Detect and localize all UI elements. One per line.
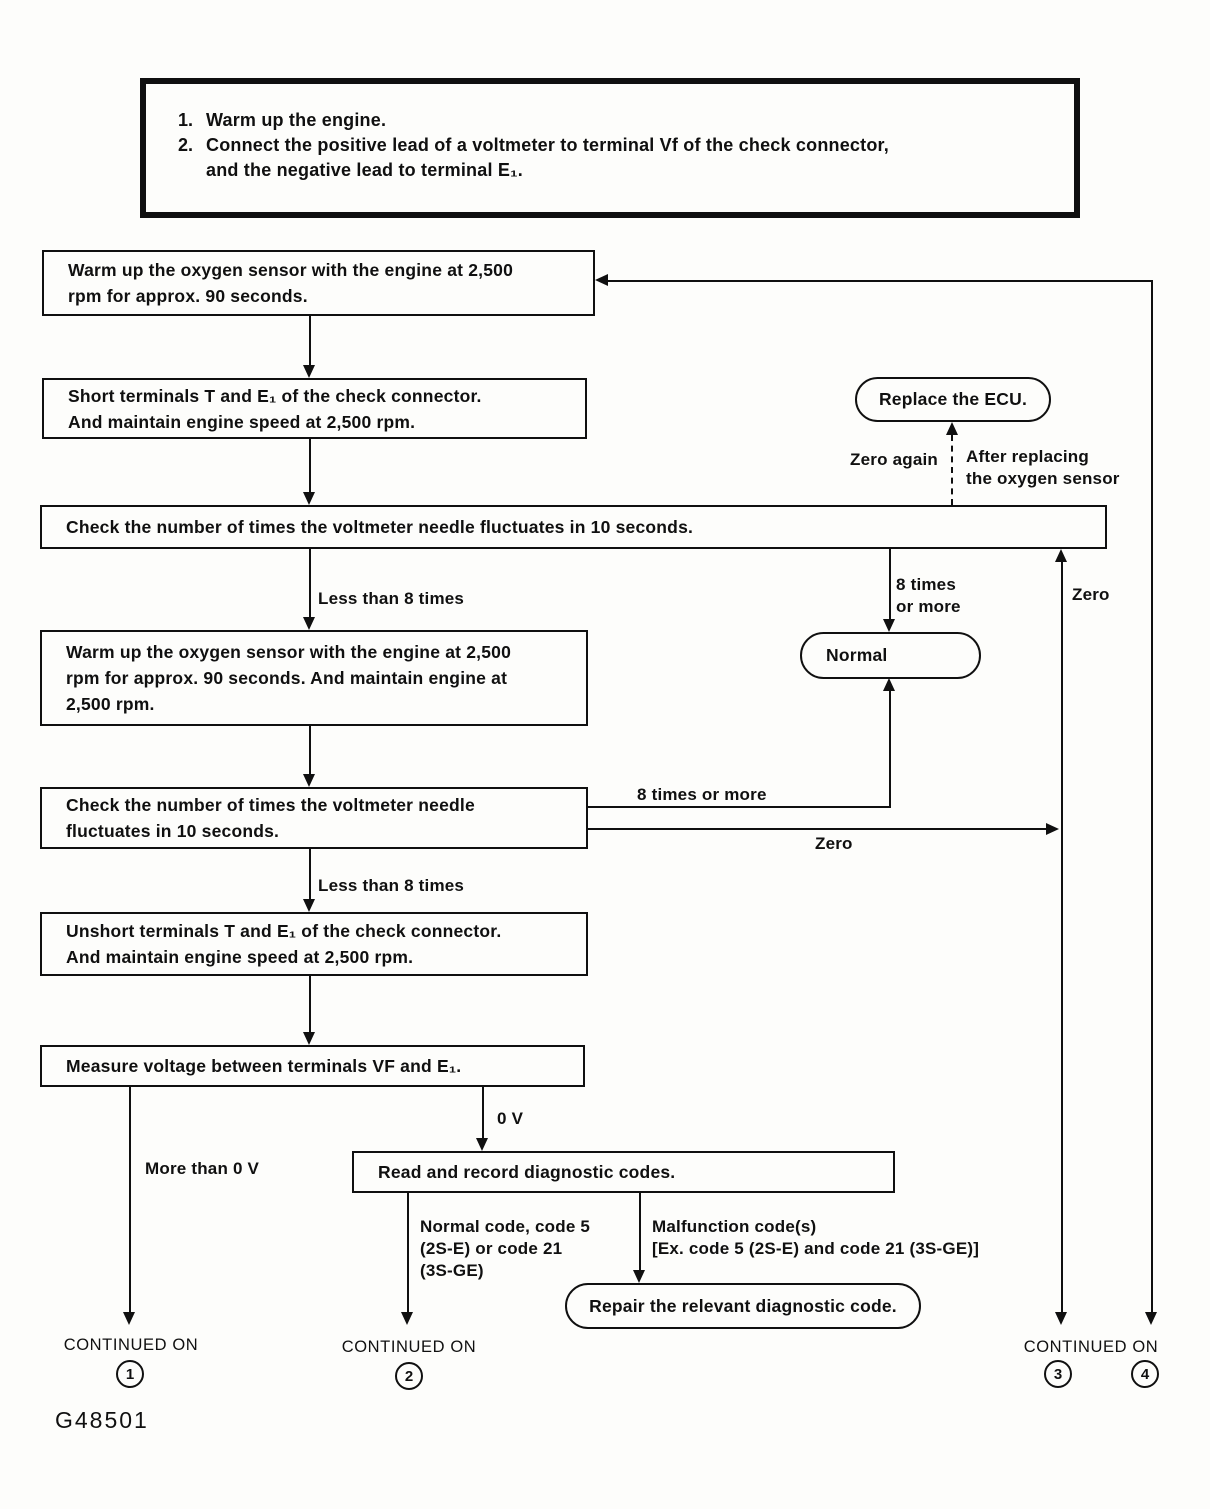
arrowhead-up-icon: [883, 678, 895, 691]
instruction-text: Connect the positive lead of a voltmeter…: [206, 135, 889, 180]
connector-zero-vertical: [1061, 562, 1063, 1312]
connector-feedback-vertical: [1151, 280, 1153, 1312]
edge-label-malfunction-code: Malfunction code(s) [Ex. code 5 (2S-E) a…: [652, 1217, 980, 1258]
connector-box3-box4: [309, 549, 311, 617]
terminal-replace-ecu: Replace the ECU.: [855, 377, 1051, 422]
connector-more-than-0v: [129, 1087, 131, 1312]
flow-box-unshort-terminals: Unshort terminals T and E₁ of the check …: [40, 912, 588, 976]
flow-box-check-fluctuation-2: Check the number of times the voltmeter …: [40, 787, 588, 849]
page-ref-number: 2: [404, 1367, 414, 1385]
arrowhead-left-icon: [595, 274, 608, 286]
flow-box-warm-up-maintain: Warm up the oxygen sensor with the engin…: [40, 630, 588, 726]
terminal-repair-code: Repair the relevant diagnostic code.: [565, 1283, 921, 1329]
arrowhead-down-icon: [1145, 1312, 1157, 1325]
arrowhead-down-icon: [303, 899, 315, 912]
connector-malfunction-code: [639, 1193, 641, 1270]
terminal-text: Repair the relevant diagnostic code.: [589, 1295, 897, 1316]
flow-box-text: Read and record diagnostic codes.: [378, 1162, 676, 1182]
continued-on-label-3-4: CONTINUED ON: [1023, 1338, 1159, 1356]
figure-id: G48501: [55, 1407, 149, 1433]
edge-label-normal-code: Normal code, code 5 (2S-E) or code 21 (3…: [420, 1217, 591, 1280]
page-ref-circle-1: 1: [116, 1360, 144, 1388]
edge-label-more-than-0v: More than 0 V: [145, 1159, 260, 1178]
continued-on-label-2: CONTINUED ON: [341, 1338, 477, 1356]
continued-on-label-1: CONTINUED ON: [63, 1336, 199, 1354]
instruction-item: 2. Connect the positive lead of a voltme…: [178, 133, 1056, 183]
terminal-text: Normal: [826, 645, 888, 665]
edge-label-zero-horizontal: Zero: [815, 834, 853, 853]
arrowhead-down-icon: [303, 774, 315, 787]
edge-label-8-times-or-more-inline: 8 times or more: [637, 785, 767, 804]
edge-label-less-than-8-second: Less than 8 times: [318, 876, 465, 895]
arrowhead-down-icon: [303, 1032, 315, 1045]
edge-label-8-times-or-more-stacked: 8 times or more: [896, 575, 961, 616]
flow-box-text: Short terminals T and E₁ of the check co…: [68, 385, 482, 432]
connector-box2-box3: [309, 439, 311, 492]
instruction-text: Warm up the engine.: [206, 110, 387, 130]
instruction-item: 1. Warm up the engine.: [178, 108, 1056, 133]
flow-box-warm-up-sensor: Warm up the oxygen sensor with the engin…: [42, 250, 595, 316]
connector-8-times-horizontal: [588, 806, 891, 808]
page-ref-circle-2: 2: [395, 1362, 423, 1390]
connector-zero-again-dashed: [951, 435, 953, 505]
terminal-text: Replace the ECU.: [878, 389, 1028, 409]
connector-box4-box5: [309, 726, 311, 774]
arrowhead-down-icon: [123, 1312, 135, 1325]
page-ref-number: 4: [1140, 1365, 1150, 1383]
flow-box-read-codes: Read and record diagnostic codes.: [352, 1151, 895, 1193]
connector-box1-box2: [309, 316, 311, 366]
page-ref-circle-3: 3: [1044, 1360, 1072, 1388]
flow-box-text: Warm up the oxygen sensor with the engin…: [66, 642, 512, 714]
connector-box6-box7: [309, 976, 311, 1032]
arrowhead-down-icon: [303, 617, 315, 630]
flow-box-text: Unshort terminals T and E₁ of the check …: [66, 921, 502, 967]
pre-check-instructions-box: 1. Warm up the engine. 2. Connect the po…: [140, 78, 1080, 218]
edge-label-zero-vertical: Zero: [1072, 585, 1110, 604]
connector-zero-horizontal: [588, 828, 1046, 830]
connector-normal-code: [407, 1193, 409, 1312]
arrowhead-down-icon: [303, 365, 315, 378]
edge-label-less-than-8-first: Less than 8 times: [318, 589, 465, 608]
connector-box5-box6: [309, 849, 311, 899]
arrowhead-up-icon: [1055, 549, 1067, 562]
instruction-number: 1.: [178, 110, 194, 130]
flow-box-text: Check the number of times the voltmeter …: [66, 517, 694, 537]
page-ref-number: 1: [125, 1365, 135, 1383]
flow-box-text: Measure voltage between terminals VF and…: [66, 1056, 462, 1076]
flow-box-text: Warm up the oxygen sensor with the engin…: [68, 260, 514, 306]
edge-label-zero-again: Zero again: [850, 450, 938, 469]
arrowhead-right-icon: [1046, 823, 1059, 835]
connector-8-times-to-normal: [889, 549, 891, 619]
connector-0v: [482, 1087, 484, 1138]
arrowhead-down-icon: [1055, 1312, 1067, 1325]
flow-box-measure-voltage: Measure voltage between terminals VF and…: [40, 1045, 585, 1087]
arrowhead-up-icon: [946, 422, 958, 435]
arrowhead-down-icon: [303, 492, 315, 505]
page-ref-number: 3: [1053, 1365, 1063, 1383]
flow-box-short-terminals: Short terminals T and E₁ of the check co…: [42, 378, 587, 439]
terminal-normal: Normal: [800, 632, 981, 679]
arrowhead-down-icon: [633, 1270, 645, 1283]
arrowhead-down-icon: [401, 1312, 413, 1325]
arrowhead-down-icon: [883, 619, 895, 632]
instruction-number: 2.: [178, 135, 194, 155]
connector-8-times-up-to-normal: [889, 691, 891, 808]
edge-label-0v: 0 V: [497, 1109, 524, 1128]
flow-box-check-fluctuation-1: Check the number of times the voltmeter …: [40, 505, 1107, 549]
arrowhead-down-icon: [476, 1138, 488, 1151]
flow-box-text: Check the number of times the voltmeter …: [66, 795, 475, 841]
edge-label-after-replacing: After replacing the oxygen sensor: [966, 447, 1120, 488]
page-ref-circle-4: 4: [1131, 1360, 1159, 1388]
connector-feedback-horizontal: [608, 280, 1153, 282]
